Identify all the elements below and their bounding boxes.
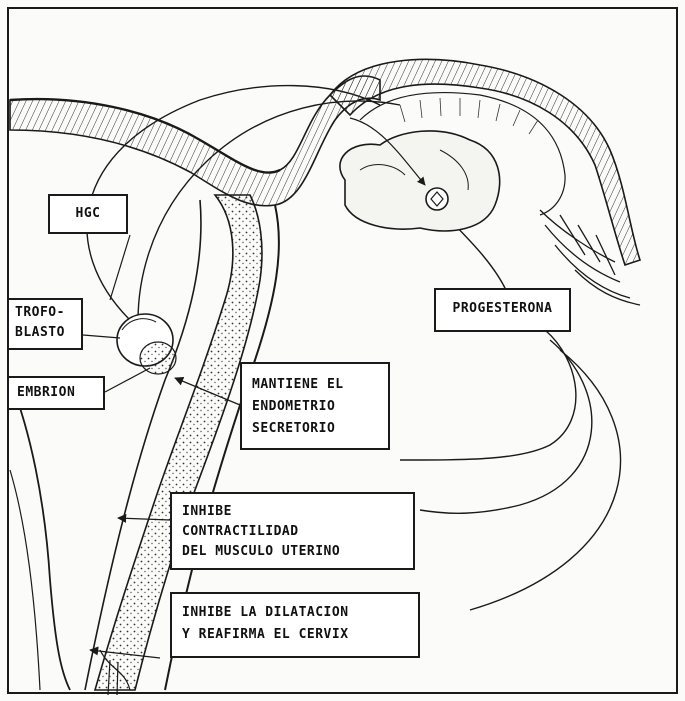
progesterona-label: PROGESTERONA [434, 288, 571, 332]
hgc-label-text: HGC [58, 201, 118, 227]
inhibe-dilatacion-line-1: INHIBE LA DILATACION [182, 602, 408, 624]
progesterona-arc-1 [400, 330, 576, 460]
inhibe-contractilidad-label: INHIBE CONTRACTILIDAD DEL MUSCULO UTERIN… [170, 492, 415, 570]
trofoblasto-label-line-1: TROFO- [15, 303, 75, 323]
embrion-label: EMBRION [7, 376, 105, 410]
trofoblasto-label: TROFO- BLASTO [7, 298, 83, 350]
mantiene-label-line-2: ENDOMETRIO [252, 396, 378, 418]
embrion-leader [105, 368, 150, 392]
inhibe-contractilidad-line-2: CONTRACTILIDAD [182, 522, 403, 542]
inhibe-dilatacion-label: INHIBE LA DILATACION Y REAFIRMA EL CERVI… [170, 592, 420, 658]
embrion-label-text: EMBRION [17, 383, 95, 403]
mantiene-label-line-1: MANTIENE EL [252, 374, 378, 396]
inhibe-contractilidad-line-3: DEL MUSCULO UTERINO [182, 542, 403, 562]
cervix-left [10, 380, 70, 690]
corpus-luteum [340, 131, 500, 231]
upper-uterine-wall [10, 76, 380, 206]
hgc-label: HGC [48, 194, 128, 234]
hgc-leader [110, 235, 130, 300]
arch-radial-lines [400, 98, 538, 134]
mantiene-label: MANTIENE EL ENDOMETRIO SECRETORIO [240, 362, 390, 450]
progesterona-arc-2 [420, 340, 592, 513]
progesterona-label-text: PROGESTERONA [444, 295, 561, 323]
embryo-trophoblast [117, 314, 176, 374]
cervix-left-inner [10, 470, 40, 690]
trofoblasto-leader [83, 335, 120, 338]
inhibe-contractilidad-line-1: INHIBE [182, 502, 403, 522]
mantiene-label-line-3: SECRETORIO [252, 418, 378, 440]
inhibe-dilatacion-line-2: Y REAFIRMA EL CERVIX [182, 624, 408, 646]
progesterona-arc-3 [470, 350, 620, 610]
trofoblasto-label-line-2: BLASTO [15, 323, 75, 343]
